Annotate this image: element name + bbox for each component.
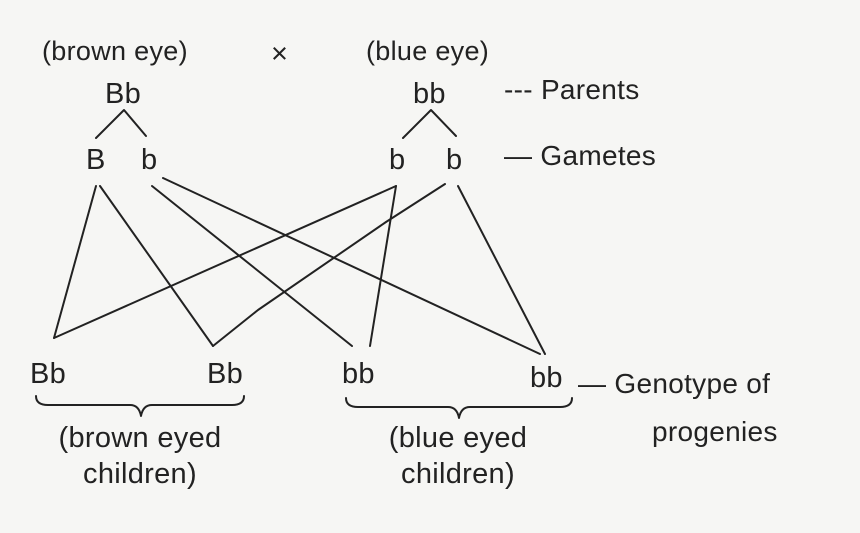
progeny-genotype-4: bb bbox=[530, 362, 563, 394]
progeny-genotype-2: Bb bbox=[207, 358, 244, 390]
right-parent-phenotype: (blue eye) bbox=[366, 36, 490, 66]
cross-symbol: × bbox=[271, 38, 289, 70]
progeny-genotype-3: bb bbox=[342, 358, 375, 390]
brace-blue-eyed bbox=[345, 397, 573, 419]
gamete-left-2: b bbox=[141, 144, 158, 176]
right-parent-genotype: bb bbox=[413, 78, 446, 110]
line-rb1-to-progeny3 bbox=[369, 185, 397, 347]
left-parent-phenotype: (brown eye) bbox=[42, 36, 188, 66]
progenies-label-line1: — Genotype of bbox=[578, 368, 771, 399]
line-rb1-to-progeny1 bbox=[53, 185, 397, 339]
branch-left-parent bbox=[95, 109, 147, 139]
brace-brown-eyed bbox=[35, 395, 245, 417]
branch-right-parent bbox=[402, 109, 457, 139]
line-B-to-progeny2 bbox=[99, 185, 214, 347]
blue-group-caption-line1: (blue eyed bbox=[388, 422, 528, 454]
line-b-to-progeny4 bbox=[162, 177, 541, 355]
gametes-row-label: — Gametes bbox=[504, 140, 657, 171]
line-B-to-progeny1 bbox=[53, 185, 97, 339]
line-b-to-progeny3 bbox=[151, 185, 353, 347]
progeny-genotype-1: Bb bbox=[30, 358, 67, 390]
left-parent-genotype: Bb bbox=[105, 78, 142, 110]
gamete-right-1: b bbox=[389, 144, 406, 176]
gamete-left-1: B bbox=[86, 144, 106, 176]
progenies-label-line2: progenies bbox=[652, 416, 778, 447]
brown-group-caption-line2: children) bbox=[83, 458, 197, 490]
line-rb2-to-progeny4 bbox=[457, 185, 546, 355]
parents-row-label: --- Parents bbox=[504, 74, 640, 105]
line-rb2-to-progeny2 bbox=[212, 183, 446, 347]
blue-group-caption-line2: children) bbox=[401, 458, 515, 490]
gamete-right-2: b bbox=[446, 144, 463, 176]
brown-group-caption-line1: (brown eyed bbox=[58, 422, 222, 454]
